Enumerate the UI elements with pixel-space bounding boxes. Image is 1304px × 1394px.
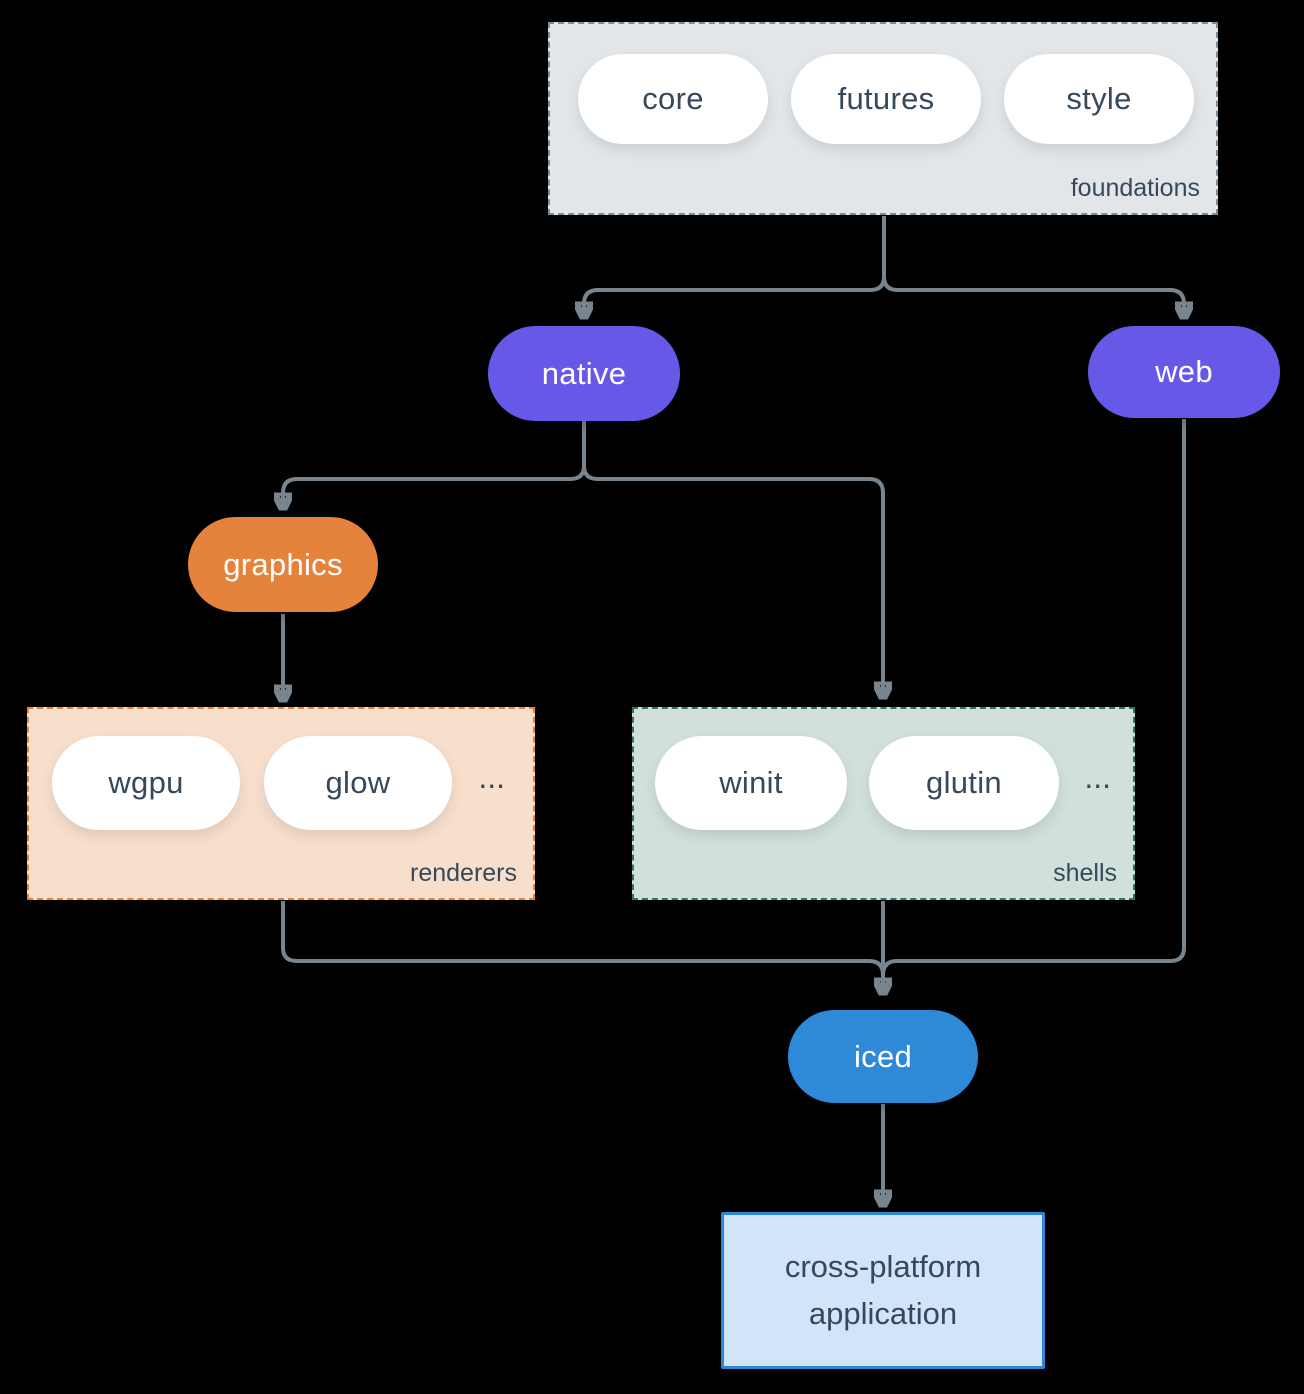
shells-label: shells — [1053, 859, 1117, 887]
node-native: native — [488, 326, 680, 421]
shells-group: winit glutin ... shells — [632, 707, 1135, 900]
edge-native-to-graphics — [283, 421, 586, 507]
edge-web-to-iced — [883, 419, 1186, 992]
node-winit: winit — [655, 736, 847, 830]
node-wgpu: wgpu — [52, 736, 240, 830]
renderers-label: renderers — [410, 859, 517, 887]
edge-renderers-to-iced — [281, 901, 883, 992]
foundations-label: foundations — [1070, 174, 1200, 202]
renderers-group: wgpu glow ... renderers — [27, 707, 535, 900]
node-core: core — [578, 54, 768, 144]
node-iced: iced — [788, 1010, 978, 1103]
application-label-line2: application — [808, 1295, 958, 1331]
edge-foundations-to-web — [882, 216, 1184, 316]
node-glow: glow — [264, 736, 452, 830]
shells-ellipsis: ... — [1084, 759, 1111, 795]
application-box: cross-platform application — [721, 1212, 1045, 1369]
node-style: style — [1004, 54, 1194, 144]
node-glutin: glutin — [869, 736, 1059, 830]
node-graphics: graphics — [188, 517, 378, 612]
node-web: web — [1088, 326, 1280, 418]
foundations-group: core futures style foundations — [548, 22, 1218, 215]
edge-foundations-to-native — [584, 216, 886, 316]
node-futures: futures — [791, 54, 981, 144]
application-label-line1: cross-platform — [784, 1249, 982, 1284]
edge-native-to-shells — [582, 421, 883, 696]
renderers-ellipsis: ... — [478, 759, 505, 795]
